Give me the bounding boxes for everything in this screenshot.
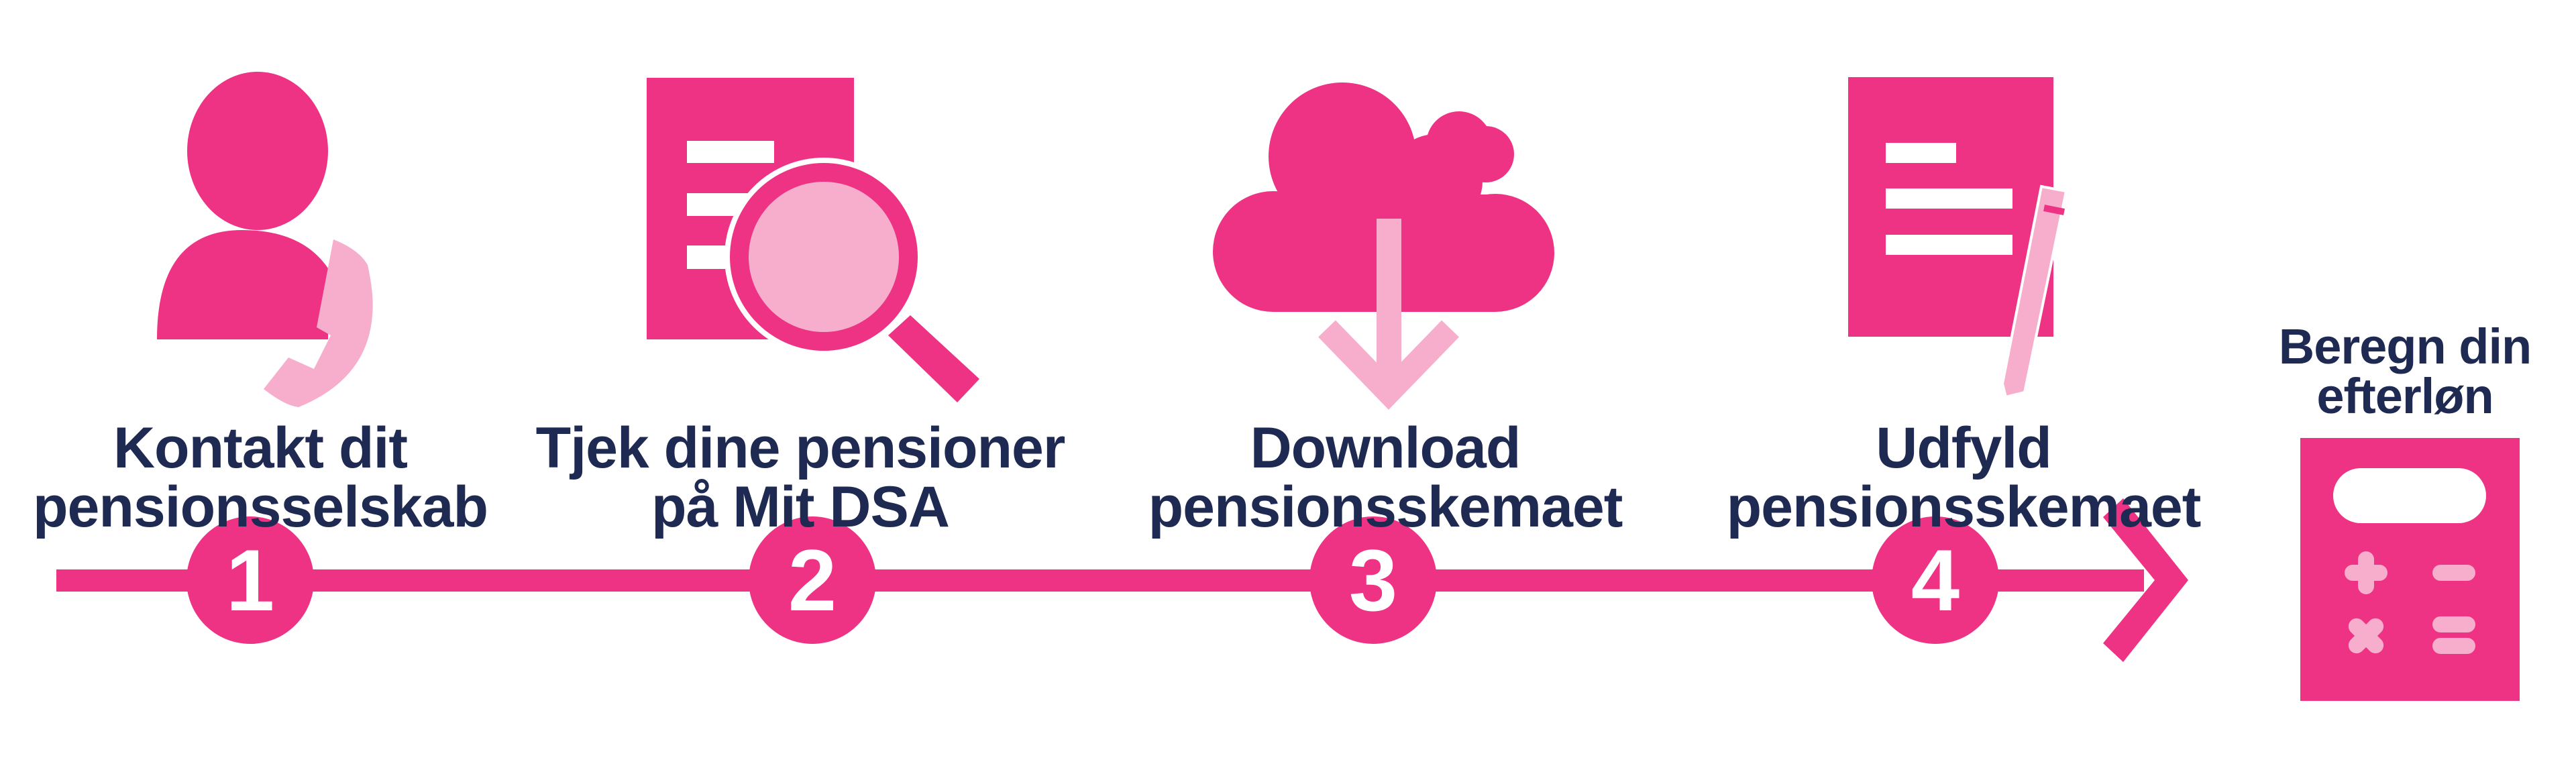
step-3-label: Download pensionsskemaet xyxy=(1148,419,1623,537)
step-4-label-line1: Udfyld xyxy=(1876,416,2052,480)
step-2-label-line1: Tjek dine pensioner xyxy=(535,416,1066,480)
step-4-label-line2: pensionsskemaet xyxy=(1726,475,2202,539)
timeline-bar xyxy=(56,569,2144,592)
document-search-icon xyxy=(647,78,979,402)
final-label-line1: Beregn din xyxy=(2278,319,2532,374)
step-2-label: Tjek dine pensioner på Mit DSA xyxy=(535,416,1066,539)
step-1-label-line1: Kontakt dit xyxy=(113,416,408,480)
svg-text:2: 2 xyxy=(788,531,837,629)
svg-text:1: 1 xyxy=(226,531,274,629)
step-1-label: Kontakt dit pensionsselskab xyxy=(33,419,488,537)
step-marker-1: 1 xyxy=(186,516,314,644)
step-marker-2: 2 xyxy=(749,516,876,644)
person-phone-icon xyxy=(157,72,373,407)
final-step-label: Beregn din efterløn xyxy=(2278,319,2532,424)
calculator-icon xyxy=(2300,438,2520,701)
step-1-label-line2: pensionsselskab xyxy=(32,475,488,539)
svg-text:4: 4 xyxy=(1911,531,1960,629)
step-marker-4: 4 xyxy=(1872,516,1999,644)
final-label-line2: efterløn xyxy=(2316,368,2493,424)
step-3-label-line2: pensionsskemaet xyxy=(1148,475,1623,539)
document-pencil-icon xyxy=(1848,77,2068,399)
step-marker-3: 3 xyxy=(1309,516,1437,644)
step-4-label: Udfyld pensionsskemaet xyxy=(1726,416,2202,539)
svg-text:3: 3 xyxy=(1349,531,1397,629)
cloud-download-icon xyxy=(1213,82,1554,410)
timeline-arrow-head xyxy=(2103,498,2188,662)
step-2-label-line2: på Mit DSA xyxy=(651,475,950,539)
timeline: 1 2 3 4 xyxy=(56,498,2188,662)
step-3-label-line1: Download xyxy=(1250,416,1521,480)
